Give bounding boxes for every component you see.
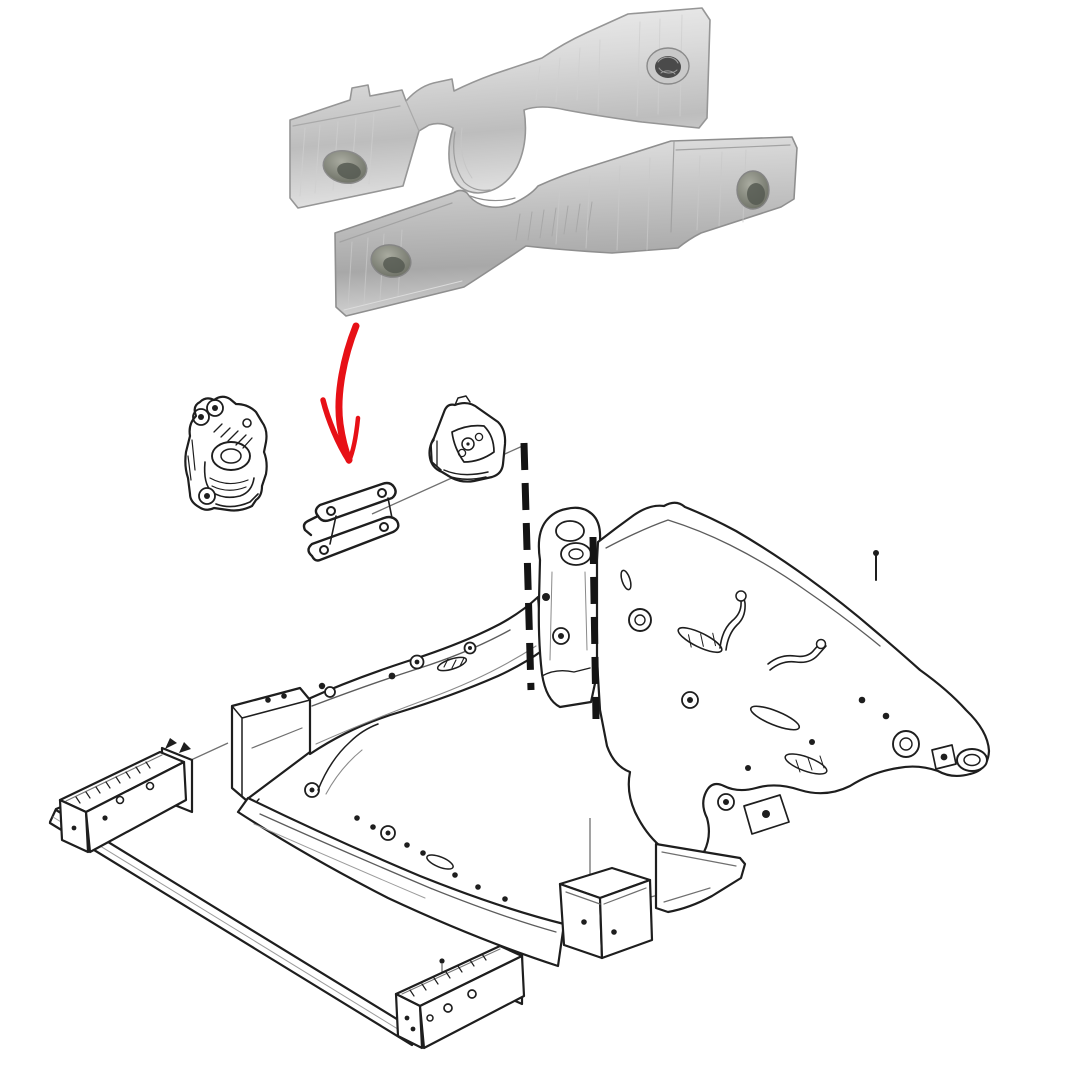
bracket-lower-arm <box>334 136 798 317</box>
dashed-line-right <box>589 536 600 720</box>
bracket-photo <box>289 7 798 317</box>
red-arrow-shaft <box>335 322 360 464</box>
support-bracket-drawing <box>302 481 400 562</box>
red-arrow-barb-left <box>320 397 352 464</box>
transmission-mount-drawing <box>428 395 507 483</box>
left-rail-extension-drawing <box>58 738 194 854</box>
subframe-drawing <box>230 501 991 968</box>
red-arrow-barb-right <box>346 415 361 464</box>
red-arrow <box>320 322 361 464</box>
line-art-layer <box>48 395 991 1050</box>
engine-mount-drawing <box>184 395 268 512</box>
bracket-upper-arm <box>289 7 711 209</box>
dashed-line-left <box>520 442 535 691</box>
dashed-projection-lines <box>520 442 600 720</box>
